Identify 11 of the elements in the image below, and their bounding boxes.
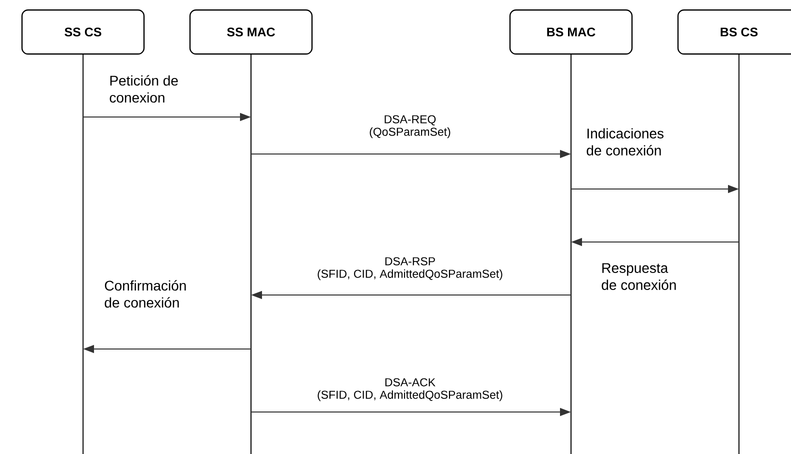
edge-label: Confirmación de conexión	[104, 280, 186, 308]
edge-label: Respuesta de conexión	[602, 263, 676, 290]
edge-label: DSA-ACK (SFID, CID, AdmittedQoSParamSet)	[318, 378, 502, 402]
edge-label: Indicaciones de conexión	[586, 128, 664, 156]
edge-label: Petición de conexion	[110, 75, 178, 103]
participant-box: BS CS	[677, 9, 791, 55]
participant-box: BS MAC	[509, 9, 633, 55]
edge-label: DSA-REQ (QoSParamSet)	[370, 115, 450, 138]
edge-label: DSA-RSP (SFID, CID, AdmittedQoSParamSet)	[318, 257, 502, 280]
participant-box: SS CS	[21, 9, 145, 55]
participant-box: SS MAC	[189, 9, 313, 55]
